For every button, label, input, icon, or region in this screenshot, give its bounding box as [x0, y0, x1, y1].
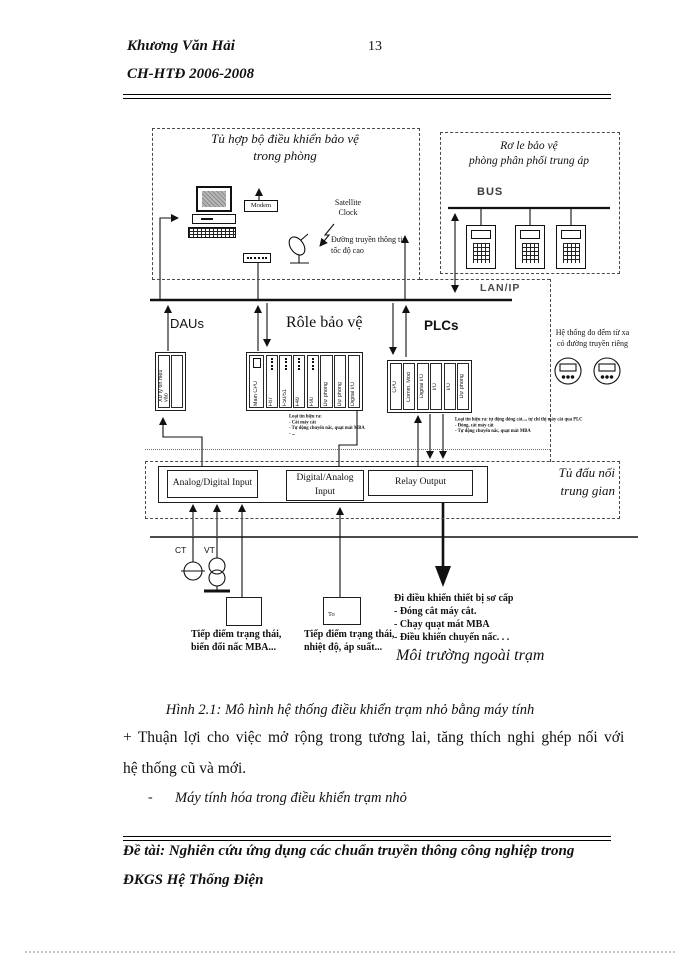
relay-module-label: Dự phòng [323, 381, 329, 406]
plc-module-label: Comm. Mod [406, 371, 412, 402]
relay-output-box: Relay Output [368, 470, 473, 496]
relay-module-label: Main CPU [253, 380, 259, 406]
primary-control-2: - Đóng cắt máy cắt. [394, 606, 477, 617]
relay-module-label: F50/51 [282, 388, 288, 406]
footer-line-1: Đề tài: Nghiên cứu ứng dụng các chuẩn tr… [123, 843, 575, 859]
computer-monitor-icon [196, 186, 232, 212]
contact2-caption-1: Tiếp điểm trạng thái, [304, 629, 395, 640]
gps-receiver-icon [243, 253, 271, 263]
plc-module-label: I/O [446, 382, 452, 391]
figure-caption: Hình 2.1: Mô hình hệ thống điều khiển tr… [165, 702, 535, 718]
protection-relay-unit [556, 225, 586, 269]
metering-dashed-boundary [550, 279, 551, 462]
control-cabinet-box [152, 128, 420, 280]
marshalling-title-1: Tủ đấu nối [558, 465, 615, 480]
body-paragraph-line-2: hệ thống cũ và mới. [123, 760, 247, 777]
contact2-caption-2: nhiệt độ, áp suất... [304, 642, 383, 653]
ct-label: CT [175, 545, 187, 555]
header-author: Khương Văn Hải [127, 38, 235, 54]
plc-module-label: Dự phòng [460, 374, 466, 399]
marshalling-box [145, 461, 620, 519]
header-course: CH-HTĐ 2006-2008 [127, 66, 255, 82]
relay-module-label: F87 [269, 396, 275, 406]
vt-label: VT [204, 545, 215, 555]
primary-control-1: Đi điều khiển thiết bị sơ cấp [394, 593, 514, 604]
lan-dashed-boundary [420, 279, 550, 280]
contact1-caption-1: Tiếp điểm trạng thái, [191, 629, 282, 640]
plc-module-label: I/O [433, 382, 439, 391]
relay-module-label: Digital I/O [351, 381, 357, 406]
marshalling-title-2: trung gian [560, 483, 615, 498]
control-cabinet-title-1: Tủ hợp bộ điều khiển bảo vệ [211, 131, 359, 146]
analog-digital-input-box: Analog/Digital Input [167, 470, 258, 498]
relay-module-label: F90 [310, 396, 316, 406]
primary-control-3: - Chạy quạt mát MBA [394, 619, 490, 630]
metering-label-1: Hệ thống đo đếm từ xa [555, 328, 630, 337]
bus-label: BUS [477, 186, 504, 198]
dau-unit-label: Xử lý tín hiệu vào [159, 369, 170, 402]
plc-rack: CPU Comm. Mod Digital I/O I/O I/O Dự phò… [387, 360, 472, 413]
sensor-contact-box [323, 597, 361, 625]
lan-ip-label: LAN/IP [480, 282, 521, 294]
sensor-contact-inner-label: To [328, 611, 335, 618]
plc-module-label: CPU [393, 380, 399, 393]
daus-label: DAUs [170, 316, 204, 331]
metering-label-2: có đường truyền riêng [557, 339, 628, 348]
plcs-label: PLCs [424, 318, 459, 333]
relay-rack-label: Rôle bảo vệ [286, 314, 363, 331]
dau-rack: Xử lý tín hiệu vào [155, 352, 186, 411]
bullet-text: Máy tính hóa trong điều khiển trạm nhỏ [175, 790, 407, 806]
mv-room-title-2: phòng phân phối trung áp [468, 155, 590, 167]
page-number: 13 [368, 39, 382, 54]
computer-system-unit-icon [192, 214, 236, 224]
footer-rule [123, 836, 611, 841]
cpu-led-icon [252, 358, 261, 368]
status-contact-box [226, 597, 262, 626]
relay-output-note: Loại tín hiệu ra: - Cắt máy cắt - Tự độn… [289, 414, 365, 437]
header-rule [123, 94, 611, 99]
environment-label: Môi trường ngoài trạm [396, 647, 545, 664]
modem-label: Modem [250, 202, 272, 209]
computer-keyboard-icon [188, 227, 236, 238]
protection-relay-unit [466, 225, 496, 269]
indoor-dotted-boundary [145, 449, 550, 450]
body-paragraph-line-1: + Thuận lợi cho việc mở rộng trong tương… [123, 729, 625, 746]
mv-room-title-1: Rơ le bảo vệ [500, 140, 558, 152]
protection-relay-unit [515, 225, 545, 269]
page-bottom-dotted-line [25, 951, 675, 953]
satellite-clock-label: Satellite Clock [334, 198, 362, 217]
digital-analog-input-box: Digital/Analog Input [286, 470, 364, 501]
mv-relay-room-box [440, 132, 620, 274]
relay-module-label: F49 [296, 396, 302, 406]
footer-line-2: ĐKGS Hệ Thống Điện [123, 872, 264, 888]
modem-box: Modem [244, 200, 278, 212]
relay-rack: Main CPU F87 F50/51 F49 F90 Dự phòng Dự … [246, 352, 363, 411]
plc-output-note: Loại tín hiệu ra: tự động đóng cắt..., t… [455, 417, 583, 434]
contact1-caption-2: biến đổi nấc MBA... [191, 642, 277, 653]
control-cabinet-title-2: trong phòng [253, 148, 317, 163]
bullet-marker: - [148, 790, 153, 805]
primary-control-4: - Điều khiển chuyển nấc. . . [394, 632, 510, 643]
plc-module-label: Digital I/O [420, 374, 426, 399]
relay-module-label: Dự phòng [337, 381, 343, 406]
highspeed-link-label-1: Đường truyền thông tin [331, 235, 407, 244]
highspeed-link-label-2: tốc độ cao [331, 246, 364, 255]
